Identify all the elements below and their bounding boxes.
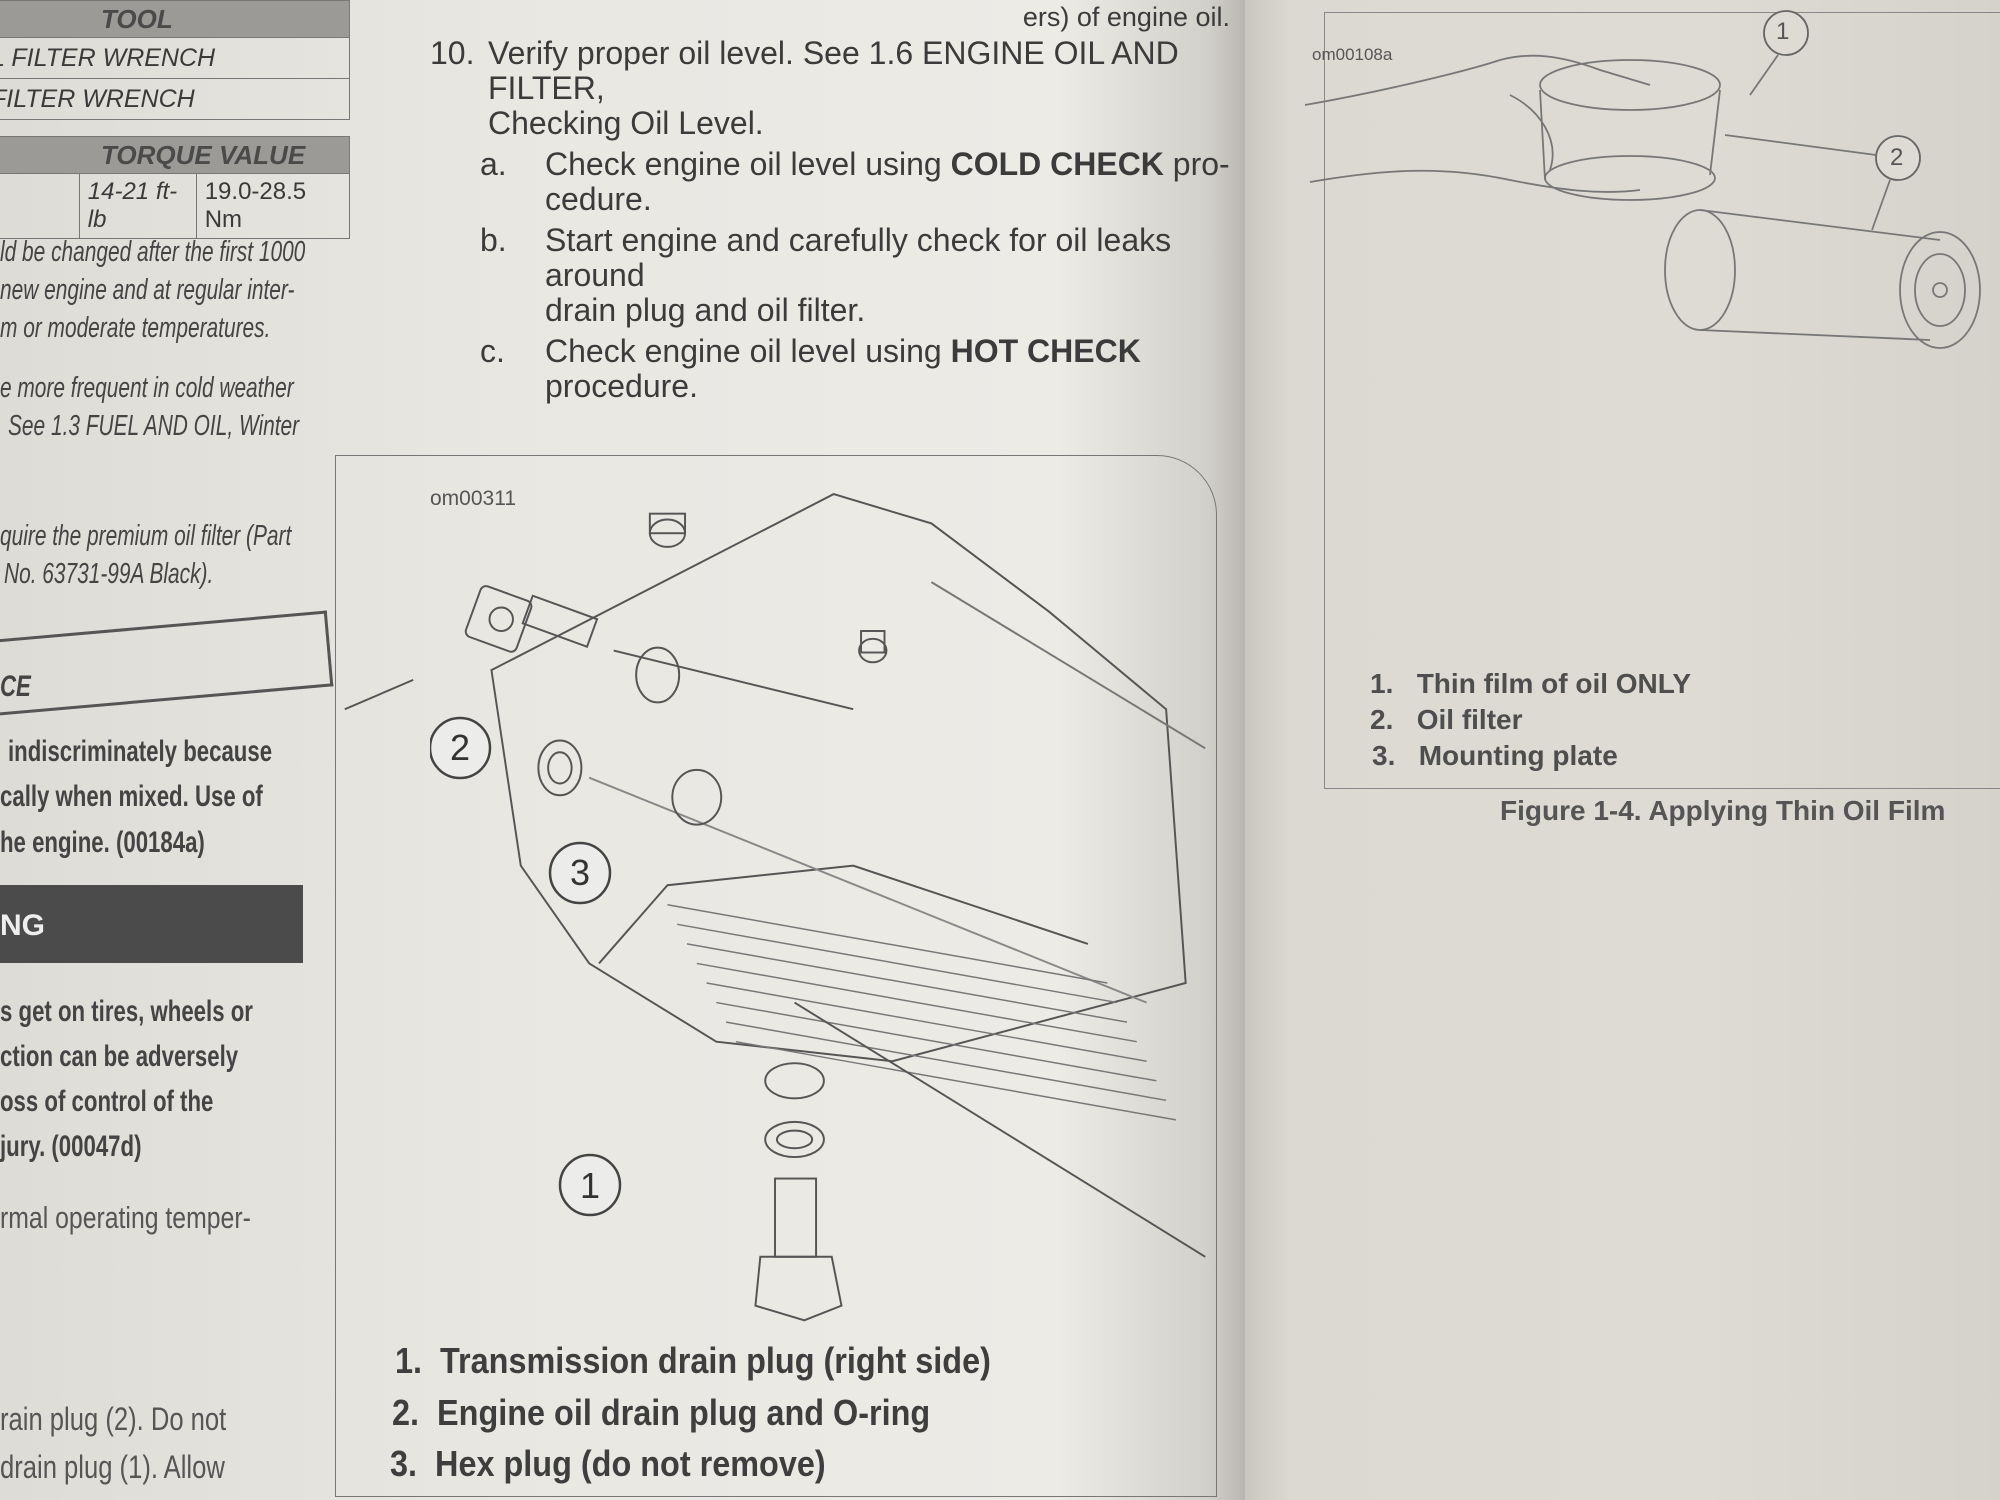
step-10: 10. Verify proper oil level. See 1.6 ENG…	[430, 36, 1230, 141]
notice-line: cally when mixed. Use of	[0, 780, 263, 813]
paragraph-line: e more frequent in cold weather	[0, 372, 294, 404]
figure-caption: Figure 1-4. Applying Thin Oil Film	[1500, 795, 1946, 826]
table-row: FILTER WRENCH	[0, 79, 350, 120]
notice-box	[0, 610, 334, 716]
left-page	[0, 0, 1245, 1500]
step-10-line1: Verify proper oil level. See 1.6 ENGINE …	[488, 35, 1179, 106]
tool-torque-table: TOOL L FILTER WRENCH FILTER WRENCH TORQU…	[0, 0, 350, 239]
step-number: 10.	[430, 35, 475, 71]
substep-c-line1: Check engine oil level using HOT CHECK p…	[545, 333, 1141, 404]
substep-a-line1: Check engine oil level using COLD CHECK …	[545, 146, 1230, 182]
legend-item: 2. Engine oil drain plug and O-ring	[392, 1392, 931, 1433]
table-row: L FILTER WRENCH	[0, 38, 350, 79]
oil-filter-figure	[1324, 12, 2000, 789]
paragraph-line: m or moderate temperatures.	[0, 312, 271, 344]
substep-letter: a.	[480, 146, 507, 182]
table-header-tool: TOOL	[0, 0, 350, 38]
procedure-steps: ers) of engine oil. 10. Verify proper oi…	[430, 2, 1230, 410]
legend-item: 3. Mounting plate	[1372, 740, 1618, 771]
oil-filter-icon	[1664, 209, 1981, 349]
paragraph-line: new engine and at regular inter-	[0, 274, 295, 306]
legend-item: 1. Thin film of oil ONLY	[1370, 668, 1691, 699]
callouts	[430, 716, 622, 1217]
callout-1: 1	[1776, 18, 1790, 45]
paragraph-line: See 1.3 FUEL AND OIL, Winter	[8, 410, 300, 442]
callout-2: 2	[450, 727, 471, 768]
legend-item: 1. Transmission drain plug (right side)	[395, 1340, 991, 1381]
figure-id: om00311	[430, 487, 517, 510]
substep-letter: b.	[480, 222, 507, 258]
transmission-drain-plug-icon	[754, 1062, 843, 1322]
notice-label: CE	[0, 670, 31, 703]
paragraph-line: drain plug (1). Allow	[0, 1449, 225, 1485]
paragraph-line: rmal operating temper-	[0, 1200, 251, 1235]
table-header-torque: TORQUE VALUE	[0, 136, 350, 174]
warning-line: jury. (00047d)	[0, 1130, 142, 1163]
substep-b: b. Start engine and carefully check for …	[480, 223, 1230, 328]
substep-a: a. Check engine oil level using COLD CHE…	[480, 147, 1230, 217]
paragraph-line: No. 63731-99A Black).	[4, 558, 214, 590]
torque-row: 14-21 ft-lb 19.0-28.5 Nm	[0, 174, 350, 239]
drain-plug-figure	[335, 455, 1217, 1497]
o-ring-icon	[635, 646, 681, 704]
hand-outline	[1304, 54, 1651, 106]
paragraph-line: quire the premium oil filter (Part	[0, 520, 292, 552]
torque-metric: 19.0-28.5 Nm	[195, 174, 349, 238]
callout-1: 1	[580, 1165, 601, 1206]
substep-b-line1: Start engine and carefully check for oil…	[545, 222, 1172, 293]
notice-line: indiscriminately because	[8, 735, 273, 768]
warning-line: ction can be adversely	[0, 1040, 239, 1073]
hex-plug-icon	[537, 739, 583, 797]
callout-2: 2	[1890, 144, 1904, 171]
callout-circle	[558, 1153, 622, 1217]
callout-circle	[430, 716, 492, 780]
right-page	[1245, 0, 2000, 1500]
torque-imperial: 14-21 ft-lb	[78, 174, 196, 238]
legend-item: 3. Hex plug (do not remove)	[390, 1443, 826, 1484]
oil-filter-illustration	[1304, 10, 1981, 349]
engine-drain-illustration	[344, 493, 1206, 1322]
callout-3: 3	[570, 852, 591, 893]
notice-line: he engine. (00184a)	[0, 826, 205, 859]
substep-b-line2: drain plug and oil filter.	[545, 292, 866, 328]
substep-a-line2: cedure.	[545, 181, 652, 217]
warning-line: oss of control of the	[0, 1085, 214, 1118]
callout-circle	[548, 841, 612, 905]
paragraph-line: rain plug (2). Do not	[0, 1401, 227, 1437]
substep-c: c. Check engine oil level using HOT CHEC…	[480, 334, 1230, 404]
step-10-line2: Checking Oil Level.	[488, 105, 764, 141]
engine-drain-plug-icon	[464, 585, 599, 653]
warning-label: NG	[0, 909, 45, 942]
legend-item: 2. Oil filter	[1370, 704, 1523, 735]
warning-bar: NG	[0, 885, 303, 963]
left-column: TOOL L FILTER WRENCH FILTER WRENCH TORQU…	[0, 0, 370, 1500]
paragraph-line: ld be changed after the first 1000	[0, 236, 306, 268]
top-fragment: ers) of engine oil.	[1022, 2, 1230, 32]
oil-pan-ribs	[667, 904, 1177, 1121]
figure-id: om00108a	[1312, 45, 1393, 64]
warning-line: s get on tires, wheels or	[0, 995, 253, 1028]
substep-letter: c.	[480, 333, 505, 369]
engine-case-outline	[490, 493, 1187, 1063]
